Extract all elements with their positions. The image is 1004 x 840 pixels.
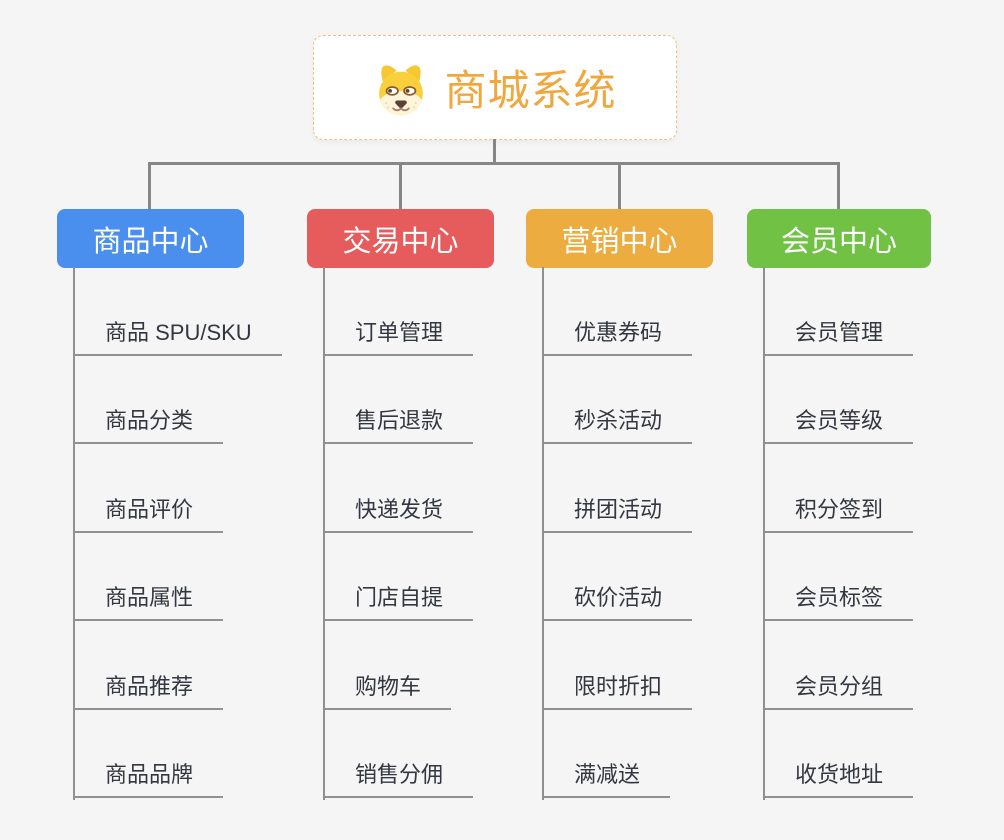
dog-face-icon [379, 64, 424, 115]
leaf-node[interactable]: 商品推荐 [73, 621, 224, 710]
branch-spine-trade-center [323, 267, 325, 800]
connector-drop-branch-4 [837, 162, 840, 210]
leaf-node[interactable]: 商品品牌 [73, 710, 224, 798]
leaf-node[interactable]: 满减送 [542, 710, 671, 798]
branch-spine-product-center [73, 267, 75, 800]
connector-horizontal-bar [148, 162, 840, 165]
leaf-node[interactable]: 商品 SPU/SKU [73, 267, 282, 356]
leaf-node[interactable]: 拼团活动 [542, 444, 693, 533]
leaf-node[interactable]: 商品评价 [73, 444, 224, 533]
leaf-column-member-center: 会员管理 会员等级 积分签到 会员标签 会员分组 收货地址 [763, 267, 914, 798]
leaf-node[interactable]: 积分签到 [763, 444, 914, 533]
leaf-node[interactable]: 商品属性 [73, 533, 224, 621]
leaf-node[interactable]: 订单管理 [323, 267, 474, 356]
branch-node-member-center[interactable]: 会员中心 [747, 209, 931, 268]
leaf-node[interactable]: 购物车 [323, 621, 452, 710]
leaf-node[interactable]: 售后退款 [323, 356, 474, 444]
leaf-node[interactable]: 会员管理 [763, 267, 914, 356]
leaf-node[interactable]: 限时折扣 [542, 621, 693, 710]
root-node[interactable]: 商城系统 [313, 35, 677, 140]
leaf-column-product-center: 商品 SPU/SKU 商品分类 商品评价 商品属性 商品推荐 商品品牌 [73, 267, 282, 798]
connector-drop-branch-2 [399, 162, 402, 210]
branch-node-marketing-center[interactable]: 营销中心 [526, 209, 713, 268]
leaf-node[interactable]: 门店自提 [323, 533, 474, 621]
leaf-node[interactable]: 销售分佣 [323, 710, 474, 798]
leaf-node[interactable]: 优惠券码 [542, 267, 693, 356]
branch-spine-member-center [763, 267, 765, 800]
leaf-node[interactable]: 商品分类 [73, 356, 224, 444]
branch-node-product-center[interactable]: 商品中心 [57, 209, 244, 268]
leaf-column-marketing-center: 优惠券码 秒杀活动 拼团活动 砍价活动 限时折扣 满减送 [542, 267, 693, 798]
leaf-node[interactable]: 快递发货 [323, 444, 474, 533]
leaf-node[interactable]: 会员等级 [763, 356, 914, 444]
leaf-node[interactable]: 秒杀活动 [542, 356, 693, 444]
branch-spine-marketing-center [542, 267, 544, 800]
connector-root-stem [493, 139, 496, 163]
leaf-node[interactable]: 收货地址 [763, 710, 914, 798]
root-title: 商城系统 [444, 67, 617, 114]
leaf-node[interactable]: 会员分组 [763, 621, 914, 710]
leaf-node[interactable]: 会员标签 [763, 533, 914, 621]
leaf-column-trade-center: 订单管理 售后退款 快递发货 门店自提 购物车 销售分佣 [323, 267, 474, 798]
leaf-node[interactable]: 砍价活动 [542, 533, 693, 621]
branch-node-trade-center[interactable]: 交易中心 [307, 209, 494, 268]
connector-drop-branch-1 [148, 162, 151, 210]
connector-drop-branch-3 [618, 162, 621, 210]
